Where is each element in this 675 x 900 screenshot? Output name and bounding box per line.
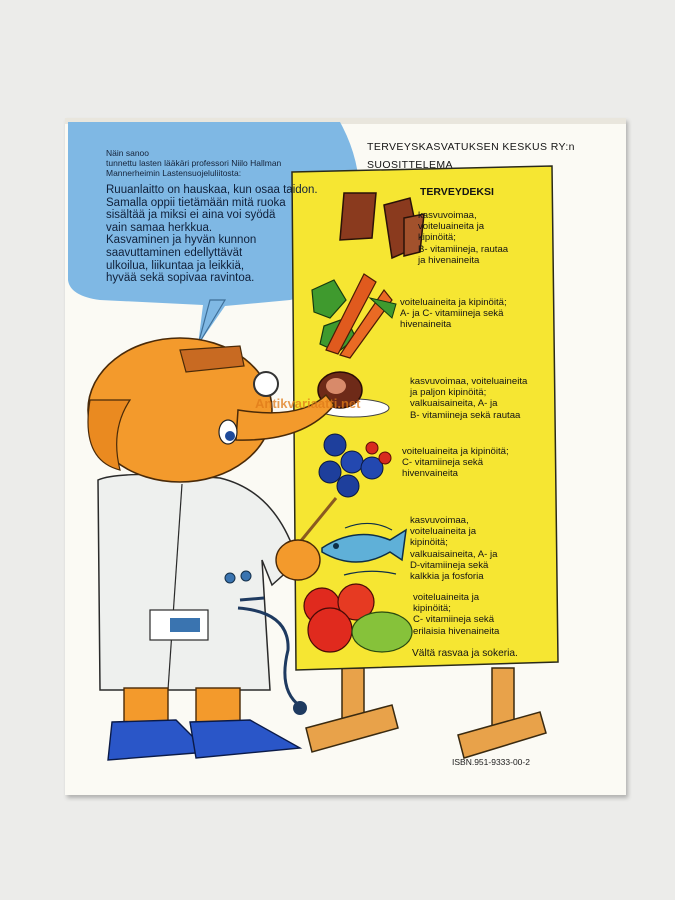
speech-main-text: Ruuanlaitto on hauskaa, kun osaa taidon.… [106,184,318,285]
elephant-doctor [87,337,338,761]
fruit-icon [303,583,413,653]
board-item-carrot: voiteluaineita ja kipinöitä; A- ja C- vi… [400,297,507,331]
lab-coat [97,473,301,691]
cover-top-edge [65,118,626,124]
blueberry-icon [318,433,392,498]
watermark: Antikvariaatti.net [255,396,361,411]
shoe-right [189,719,303,759]
speech-bubble [68,122,360,345]
carrot-icon [311,273,397,359]
board-item-meat: kasvuvoimaa, voiteluaineita ja paljon ki… [410,376,528,421]
board-footer: Vältä rasvaa ja sokeria. [412,648,518,659]
header-line-1: TERVEYSKASVATUKSEN KESKUS RY:n [367,141,575,153]
board-item-berries: voiteluaineita ja kipinöitä; C- vitamiin… [402,446,509,480]
bread-icon [339,192,425,260]
speech-intro: Näin sanoo tunnettu lasten lääkäri profe… [106,148,282,178]
isbn-label: ISBN.951-9333-00-2 [452,757,530,767]
board-title: TERVEYDEKSI [420,186,494,198]
speech-bubble-tail [197,299,227,346]
board-item-bread: kasvuvoimaa, voiteluaineita ja kipinöitä… [418,210,509,266]
board-item-fruit: voiteluaineita ja kipinöitä; C- vitamiin… [413,592,500,637]
header-line-2: SUOSITTELEMA [367,159,453,171]
fish-icon [321,522,407,576]
board-item-fish: kasvuvoimaa, voiteluaineita ja kipinöitä… [410,515,498,583]
easel-legs [305,667,547,759]
